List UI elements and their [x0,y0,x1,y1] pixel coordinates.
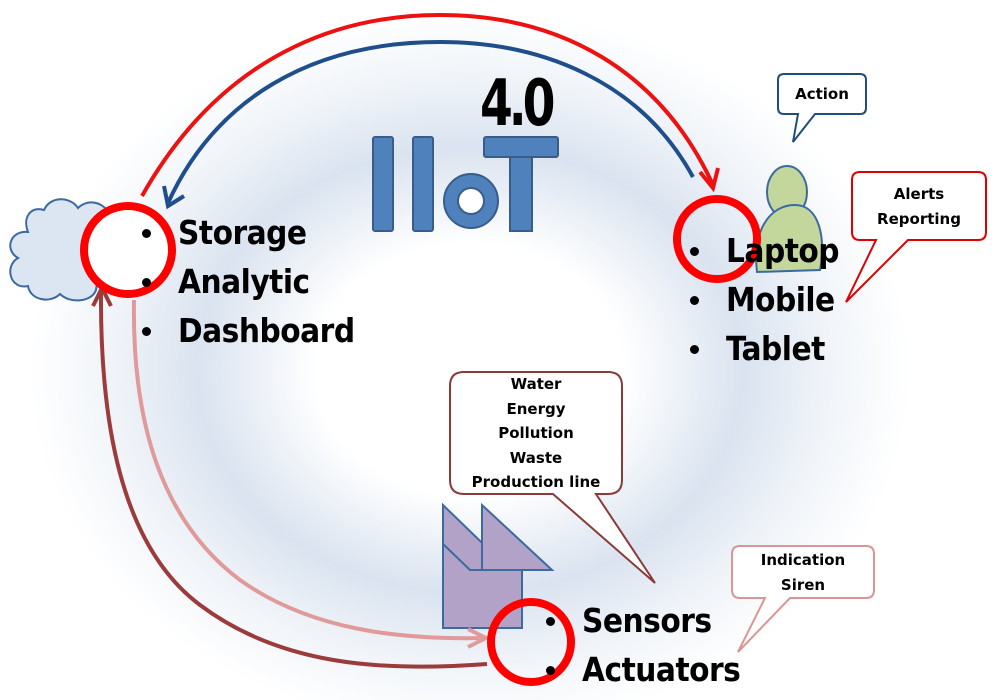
user-icon [755,165,824,274]
cloud-node-ring [80,202,176,298]
list-item-laptop: Laptop [688,226,840,275]
arrow-cloud-to-devices [140,12,720,197]
list-item-sensors: Sensors [544,596,740,645]
devices-node-ring [673,195,761,283]
cloud-services-list: Storage Analytic Dashboard [140,208,355,355]
callout-indication-text: Indication Siren [732,548,874,597]
arrow-cloud-to-field [131,299,491,649]
callout-line: Production line [471,473,601,491]
devices-list: Laptop Mobile Tablet [688,226,840,373]
callout-line: Action [795,85,849,103]
field-devices-list: Sensors Actuators [544,596,741,694]
callout-line: Indication [760,551,846,569]
list-item-dashboard: Dashboard [140,306,355,355]
list-item-storage: Storage [140,208,355,257]
callout-alerts [845,171,987,303]
callout-line: Water [510,375,562,393]
callout-line: Pollution [498,424,574,442]
callout-action-text: Action [778,82,866,107]
callout-line: Reporting [877,209,961,228]
callout-action [777,73,867,143]
callout-line: Energy [506,399,566,418]
list-item-analytic: Analytic [140,257,355,306]
version-label: 4.0 [480,67,555,141]
arrow-devices-to-cloud [162,39,695,210]
callout-line: Siren [780,575,826,594]
callout-resources [449,371,656,584]
iiot-logo [372,136,559,232]
callout-resources-text: Water Energy Pollution Waste Production … [450,372,622,495]
list-item-actuators: Actuators [544,645,741,694]
callout-indication [731,545,875,653]
cloud-icon [9,198,112,302]
list-item-mobile: Mobile [688,275,839,324]
list-item-tablet: Tablet [688,324,839,373]
callout-alerts-text: Alerts Reporting [852,182,986,231]
callout-line: Alerts [893,185,945,203]
factory-icon [442,502,555,629]
field-node-ring [487,598,575,686]
callout-line: Waste [509,448,563,467]
